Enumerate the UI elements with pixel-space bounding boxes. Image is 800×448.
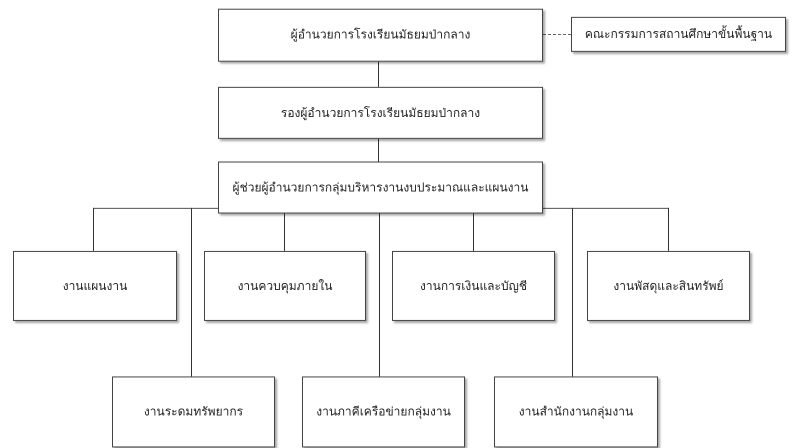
director-box: ผู้อำนวยการโรงเรียนมัธยมป่ากลาง [218,8,543,62]
unit-box-resources: งานระดมทรัพยากร [112,376,275,448]
unit-box-finance: งานการเงินและบัญชี [392,250,555,321]
unit-box-assets: งานพัสดุและสินทรัพย์ [587,250,750,321]
connector [473,207,474,257]
unit-box-internal-control: งานควบคุมภายใน [204,250,366,321]
connector [93,207,94,257]
dashed-connector [543,33,571,35]
connector [572,207,573,382]
connector [668,207,669,257]
board-box: คณะกรรมการสถานศึกษาขั้นพื้นฐาน [571,16,786,52]
assistant-box: ผู้ช่วยผู้อำนวยการกลุ่มบริหารงานงบประมาณ… [218,161,543,214]
connector [379,209,380,382]
unit-box-network: งานภาคีเครือข่ายกลุ่มงาน [302,376,465,448]
connector [284,207,285,257]
connector [378,57,379,91]
unit-box-office: งานสำนักงานกลุ่มงาน [494,376,658,448]
connector [191,207,192,382]
unit-box-planning: งานแผนงาน [13,250,177,321]
connector [378,134,379,166]
deputy-box: รองผู้อำนวยการโรงเรียนมัธยมป่ากลาง [218,86,543,139]
